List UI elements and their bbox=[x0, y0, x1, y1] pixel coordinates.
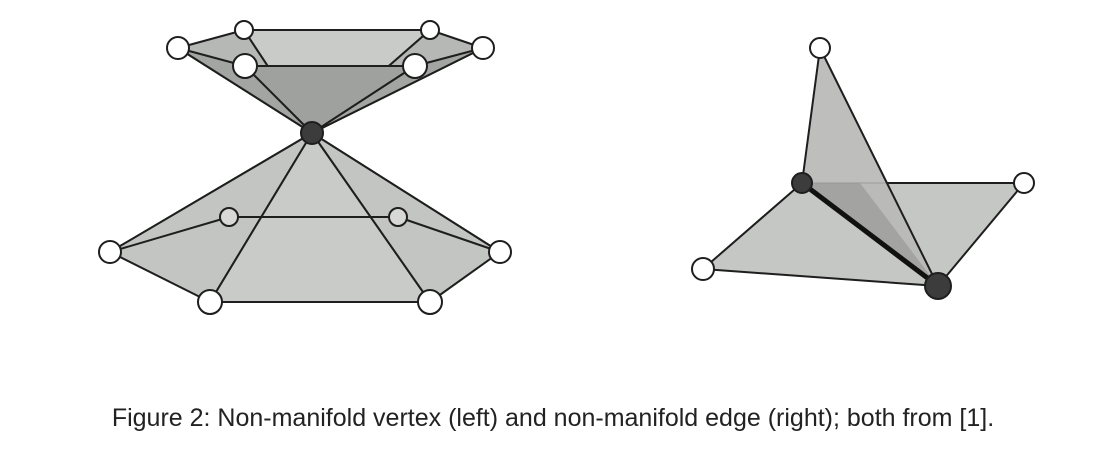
vertex-marker bbox=[809, 37, 831, 59]
vertex-marker bbox=[417, 289, 443, 315]
vertex-marker bbox=[488, 240, 512, 264]
vertex-marker bbox=[232, 53, 258, 79]
vertex-marker bbox=[234, 20, 254, 40]
vertex-marker bbox=[166, 36, 190, 60]
edge-faces bbox=[702, 47, 1025, 287]
figure-caption: Figure 2: Non-manifold vertex (left) and… bbox=[111, 404, 995, 432]
ring-edges bbox=[109, 216, 501, 253]
edge-endpoint-marker bbox=[924, 272, 952, 300]
edge-endpoint-marker bbox=[791, 172, 813, 194]
vertex-marker bbox=[1013, 172, 1035, 194]
vertex-marker bbox=[388, 207, 408, 227]
vertex-marker bbox=[402, 53, 428, 79]
vertex-marker bbox=[691, 257, 715, 281]
vertex-markers-left bbox=[98, 20, 512, 315]
non-manifold-edge-diagram bbox=[691, 37, 1035, 300]
vertex-marker bbox=[420, 20, 440, 40]
vertex-marker bbox=[98, 240, 122, 264]
upper-cone-faces bbox=[177, 29, 484, 134]
vertex-marker bbox=[471, 36, 495, 60]
figure-illustration bbox=[98, 20, 1035, 315]
non-manifold-vertex-marker bbox=[300, 121, 324, 145]
non-manifold-vertex-diagram bbox=[98, 20, 512, 315]
vertex-marker bbox=[197, 289, 223, 315]
vertex-markers-right bbox=[691, 37, 1035, 300]
vertex-marker bbox=[219, 207, 239, 227]
non-manifold-edge-line bbox=[800, 181, 940, 288]
